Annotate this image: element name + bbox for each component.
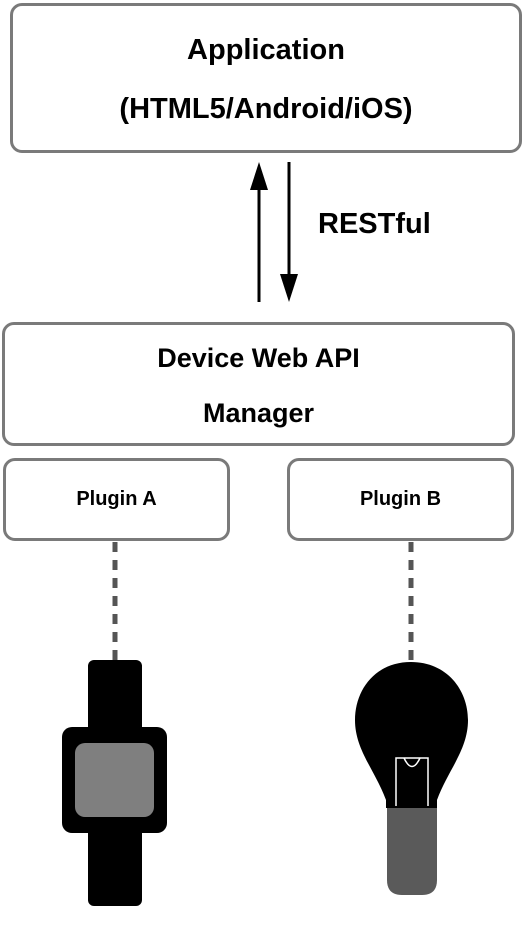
arrow-up	[250, 162, 268, 302]
plugin-a-label: Plugin A	[76, 488, 157, 510]
smartwatch-icon	[62, 660, 167, 906]
arrow-down	[280, 162, 298, 302]
application-box: Application (HTML5/Android/iOS)	[10, 3, 522, 153]
light-bulb-icon	[355, 662, 468, 895]
manager-line1: Device Web API	[157, 343, 360, 373]
application-title: Application	[187, 34, 345, 66]
restful-label: RESTful	[318, 208, 431, 240]
plugin-b-label: Plugin B	[359, 488, 442, 510]
plugin-a-box: Plugin A	[3, 458, 230, 541]
device-web-api-manager-box: Device Web API Manager	[2, 322, 515, 446]
application-platforms: (HTML5/Android/iOS)	[119, 93, 413, 125]
manager-line2: Manager	[202, 398, 315, 428]
plugin-b-box: Plugin B	[287, 458, 514, 541]
